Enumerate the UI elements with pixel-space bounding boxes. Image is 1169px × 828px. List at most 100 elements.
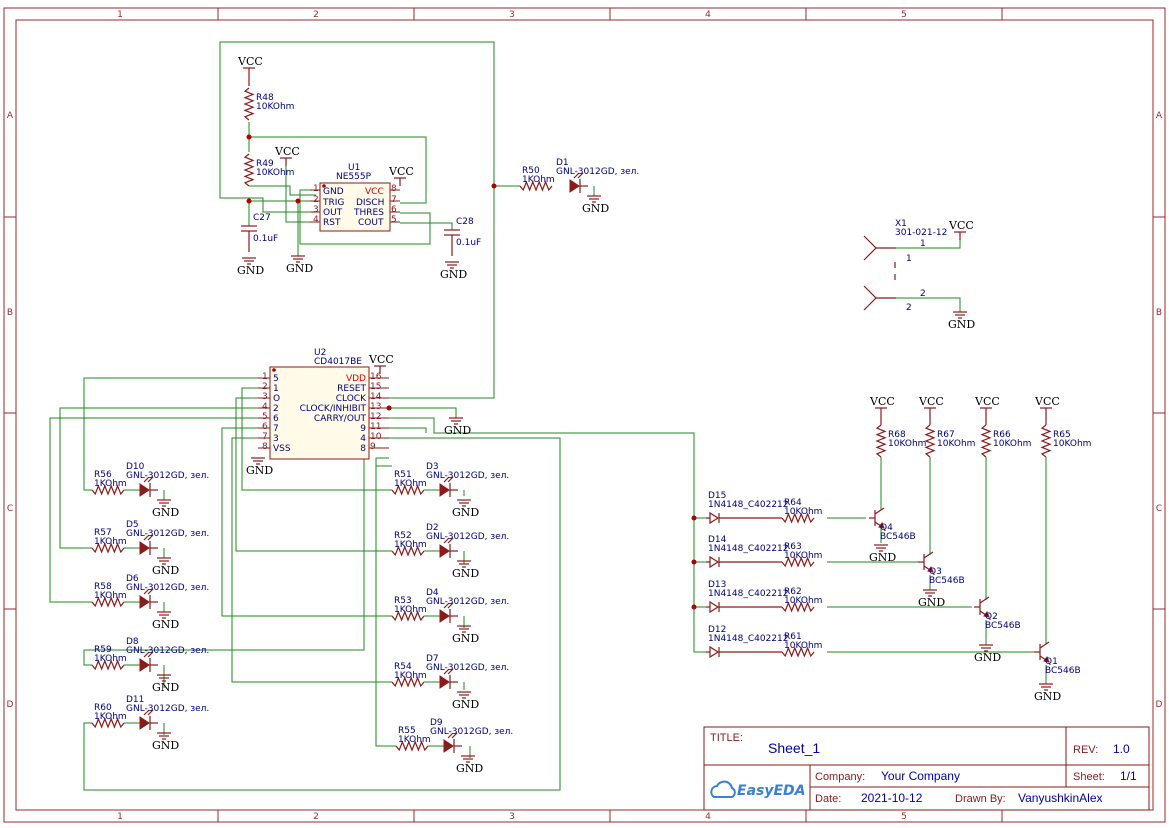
resistor-r51-value: 1KOhm bbox=[394, 479, 427, 489]
zone-row-left-b: B bbox=[7, 308, 13, 318]
gnd-q4-label: GND bbox=[869, 551, 896, 564]
zone-row-right-a: A bbox=[1156, 111, 1163, 121]
transistor-q2-part: BC546B bbox=[985, 621, 1021, 631]
resistor-r48-ref: R48 bbox=[256, 93, 274, 103]
u1-pin3-name: OUT bbox=[323, 208, 343, 218]
led-d7-part: GNL-3012GD, зел. bbox=[426, 663, 509, 673]
rev-label: REV: bbox=[1073, 744, 1098, 756]
u2-pin10-num: 10 bbox=[370, 432, 382, 442]
gnd-d3: GND bbox=[452, 499, 479, 519]
u1-pin8-num: 8 bbox=[391, 184, 397, 194]
led-d6-ref: D6 bbox=[126, 574, 139, 584]
zone-row-left-a: A bbox=[7, 111, 14, 121]
led-d5-part: GNL-3012GD, зел. bbox=[126, 529, 209, 539]
resistor-r68-ref: R68 bbox=[888, 430, 906, 440]
gnd-d11-label: GND bbox=[152, 739, 179, 752]
resistor-r52-ref: R52 bbox=[394, 531, 412, 541]
transistor-q4-part: BC546B bbox=[880, 532, 916, 542]
gnd-u2: GND bbox=[246, 457, 273, 477]
u2-ref: U2 bbox=[314, 348, 326, 358]
capacitor-c28-ref: C28 bbox=[456, 217, 474, 227]
led-d3-ref: D3 bbox=[426, 462, 439, 472]
title-label: TITLE: bbox=[710, 732, 743, 744]
gnd-x1: GND bbox=[948, 311, 975, 331]
drawn-by-label: Drawn By: bbox=[955, 793, 1006, 805]
vcc-r65: VCC bbox=[1034, 395, 1060, 416]
u1-pin1-num: 1 bbox=[313, 184, 319, 194]
u1-ref: U1 bbox=[348, 163, 360, 173]
resistor-r49-ref: R49 bbox=[256, 159, 274, 169]
led-d1-part: GNL-3012GD, зел. bbox=[556, 167, 639, 177]
gnd-q3-label: GND bbox=[918, 596, 945, 609]
vcc-r66-label: VCC bbox=[974, 395, 1000, 408]
u2-pin13-name: CLOCK/INHIBIT bbox=[300, 404, 367, 414]
u2-pin7-num: 7 bbox=[262, 432, 268, 442]
u2-pin4-name: 2 bbox=[273, 404, 279, 414]
u2-pin2-name: 1 bbox=[273, 384, 279, 394]
u1-pin5-num: 5 bbox=[391, 215, 397, 225]
resistor-r67-value: 10KOhm bbox=[937, 439, 975, 449]
resistor-r66-value: 10KOhm bbox=[993, 439, 1031, 449]
led-d4-ref: D4 bbox=[426, 588, 439, 598]
gnd-d10: GND bbox=[152, 499, 179, 519]
zone-col-bot-1: 1 bbox=[117, 812, 123, 822]
u1-pin7-name: DISCH bbox=[356, 198, 384, 208]
u2-pin13-num: 13 bbox=[370, 402, 381, 412]
u2-pin5-num: 5 bbox=[262, 412, 268, 422]
gnd-d8-label: GND bbox=[152, 681, 179, 694]
rev-value: 1.0 bbox=[1113, 742, 1130, 756]
vcc-r48: VCC bbox=[237, 55, 263, 76]
zone-row-right-d: D bbox=[1156, 700, 1163, 710]
resistor-r49-value: 10KOhm bbox=[256, 168, 294, 178]
gnd-d5-label: GND bbox=[152, 564, 179, 577]
gnd-d9-label: GND bbox=[456, 762, 483, 775]
diode-d13-ref: D13 bbox=[708, 580, 726, 590]
u2-pin12-name: CARRY/OUT bbox=[314, 414, 367, 424]
zone-col-top-3: 3 bbox=[509, 10, 515, 20]
u2-pin8-num: 8 bbox=[262, 442, 268, 452]
led-d10-ref: D10 bbox=[126, 462, 145, 472]
transistor-q3-part: BC546B bbox=[929, 576, 965, 586]
transistor-q4-ref: Q4 bbox=[880, 523, 893, 533]
resistor-r61-ref: R61 bbox=[784, 632, 802, 642]
transistor-q1-ref: Q1 bbox=[1045, 657, 1058, 667]
gnd-d2: GND bbox=[452, 560, 479, 580]
u2-pin9-num: 9 bbox=[370, 442, 376, 452]
resistor-r50-ref: R50 bbox=[522, 166, 540, 176]
resistor-r56-ref: R56 bbox=[94, 470, 112, 480]
gnd-c28-label: GND bbox=[440, 268, 467, 281]
led-d11-ref: D11 bbox=[126, 695, 144, 705]
gnd-q1: GND bbox=[1034, 683, 1061, 703]
gnd-d2-label: GND bbox=[452, 567, 479, 580]
wires bbox=[49, 41, 1047, 791]
resistor-r65-value: 10KOhm bbox=[1053, 439, 1091, 449]
company-label: Company: bbox=[815, 771, 865, 783]
u1-pin4-name: RST bbox=[323, 218, 341, 228]
vcc-r68: VCC bbox=[869, 395, 895, 416]
sheet-label: Sheet: bbox=[1073, 771, 1105, 783]
led-d2-ref: D2 bbox=[426, 523, 439, 533]
resistor-r55-value: 1KOhm bbox=[398, 735, 431, 745]
zone-col-bot-3: 3 bbox=[509, 812, 515, 822]
u1-pin7-num: 7 bbox=[391, 195, 397, 205]
x1-pin1-num: 1 bbox=[906, 254, 912, 264]
u1-pin6-num: 6 bbox=[391, 205, 397, 215]
gnd-q2: GND bbox=[974, 644, 1001, 664]
transistor-q2-ref: Q2 bbox=[985, 612, 998, 622]
sheet-title: Sheet_1 bbox=[768, 740, 820, 756]
resistor-r62-value: 10KOhm bbox=[784, 596, 822, 606]
